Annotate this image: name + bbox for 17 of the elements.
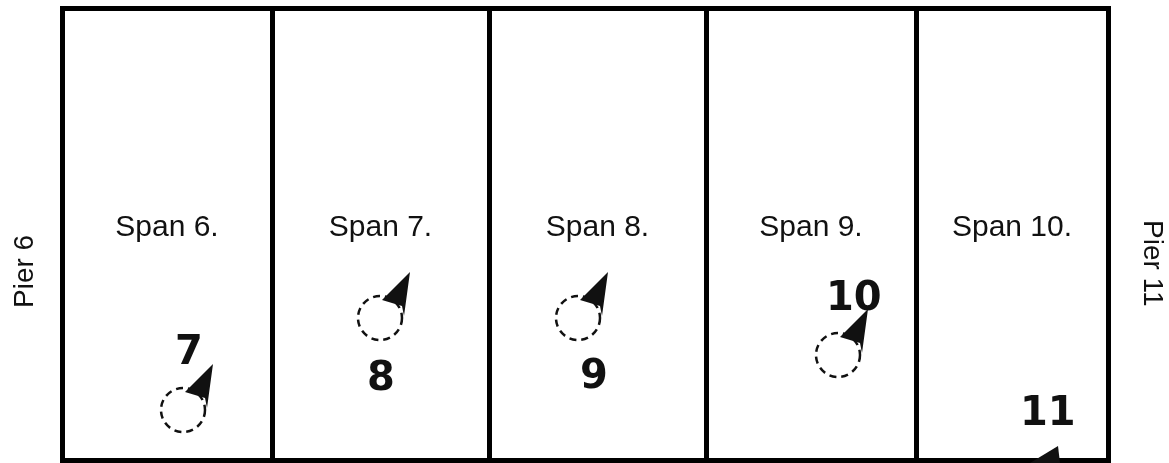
span-panel [708, 6, 919, 463]
pier-label: Pier 6 [8, 234, 40, 308]
camera-number: 7 [175, 327, 203, 373]
span-panel [491, 6, 709, 463]
span-panel [274, 6, 492, 463]
camera-number: 11 [1020, 388, 1076, 434]
camera-number: 10 [826, 273, 882, 319]
span-label: Span 9. [759, 209, 863, 242]
span-panel [59, 6, 275, 463]
camera-number: 9 [580, 351, 608, 397]
pier-label: Pier 11 [1137, 220, 1169, 307]
span-label: Span 6. [115, 209, 219, 242]
span-label: Span 7. [328, 209, 433, 242]
camera-number: 8 [367, 353, 395, 399]
span-label: Span 10. [951, 209, 1073, 242]
span-label: Span 8. [545, 209, 650, 242]
span-panel [918, 6, 1111, 463]
